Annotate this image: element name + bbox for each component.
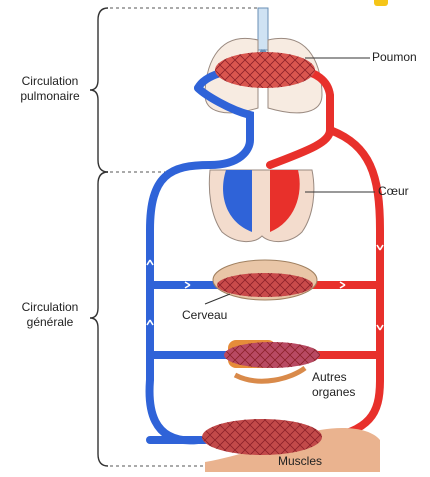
label-brain: Cerveau xyxy=(182,308,227,323)
label-heart: Cœur xyxy=(378,184,409,199)
label-organs-line2: organes xyxy=(312,385,355,400)
label-general: Circulation générale xyxy=(4,300,96,330)
label-organs-line1: Autres xyxy=(312,370,355,385)
heart xyxy=(209,170,314,242)
label-pulmonary-line2: pulmonaire xyxy=(4,89,96,104)
label-pulmonary-line1: Circulation xyxy=(4,74,96,89)
label-general-line1: Circulation xyxy=(4,300,96,315)
capillary-brain xyxy=(213,260,317,300)
label-lung: Poumon xyxy=(372,50,417,65)
corner-badge xyxy=(374,0,388,6)
capillary-organs xyxy=(224,340,320,381)
blue-vessels xyxy=(150,70,250,441)
label-general-line2: générale xyxy=(4,315,96,330)
capillary-lung xyxy=(215,52,315,88)
label-pulmonary: Circulation pulmonaire xyxy=(4,74,96,104)
trachea xyxy=(258,8,268,50)
label-muscles: Muscles xyxy=(278,454,322,469)
label-organs: Autres organes xyxy=(312,370,355,400)
